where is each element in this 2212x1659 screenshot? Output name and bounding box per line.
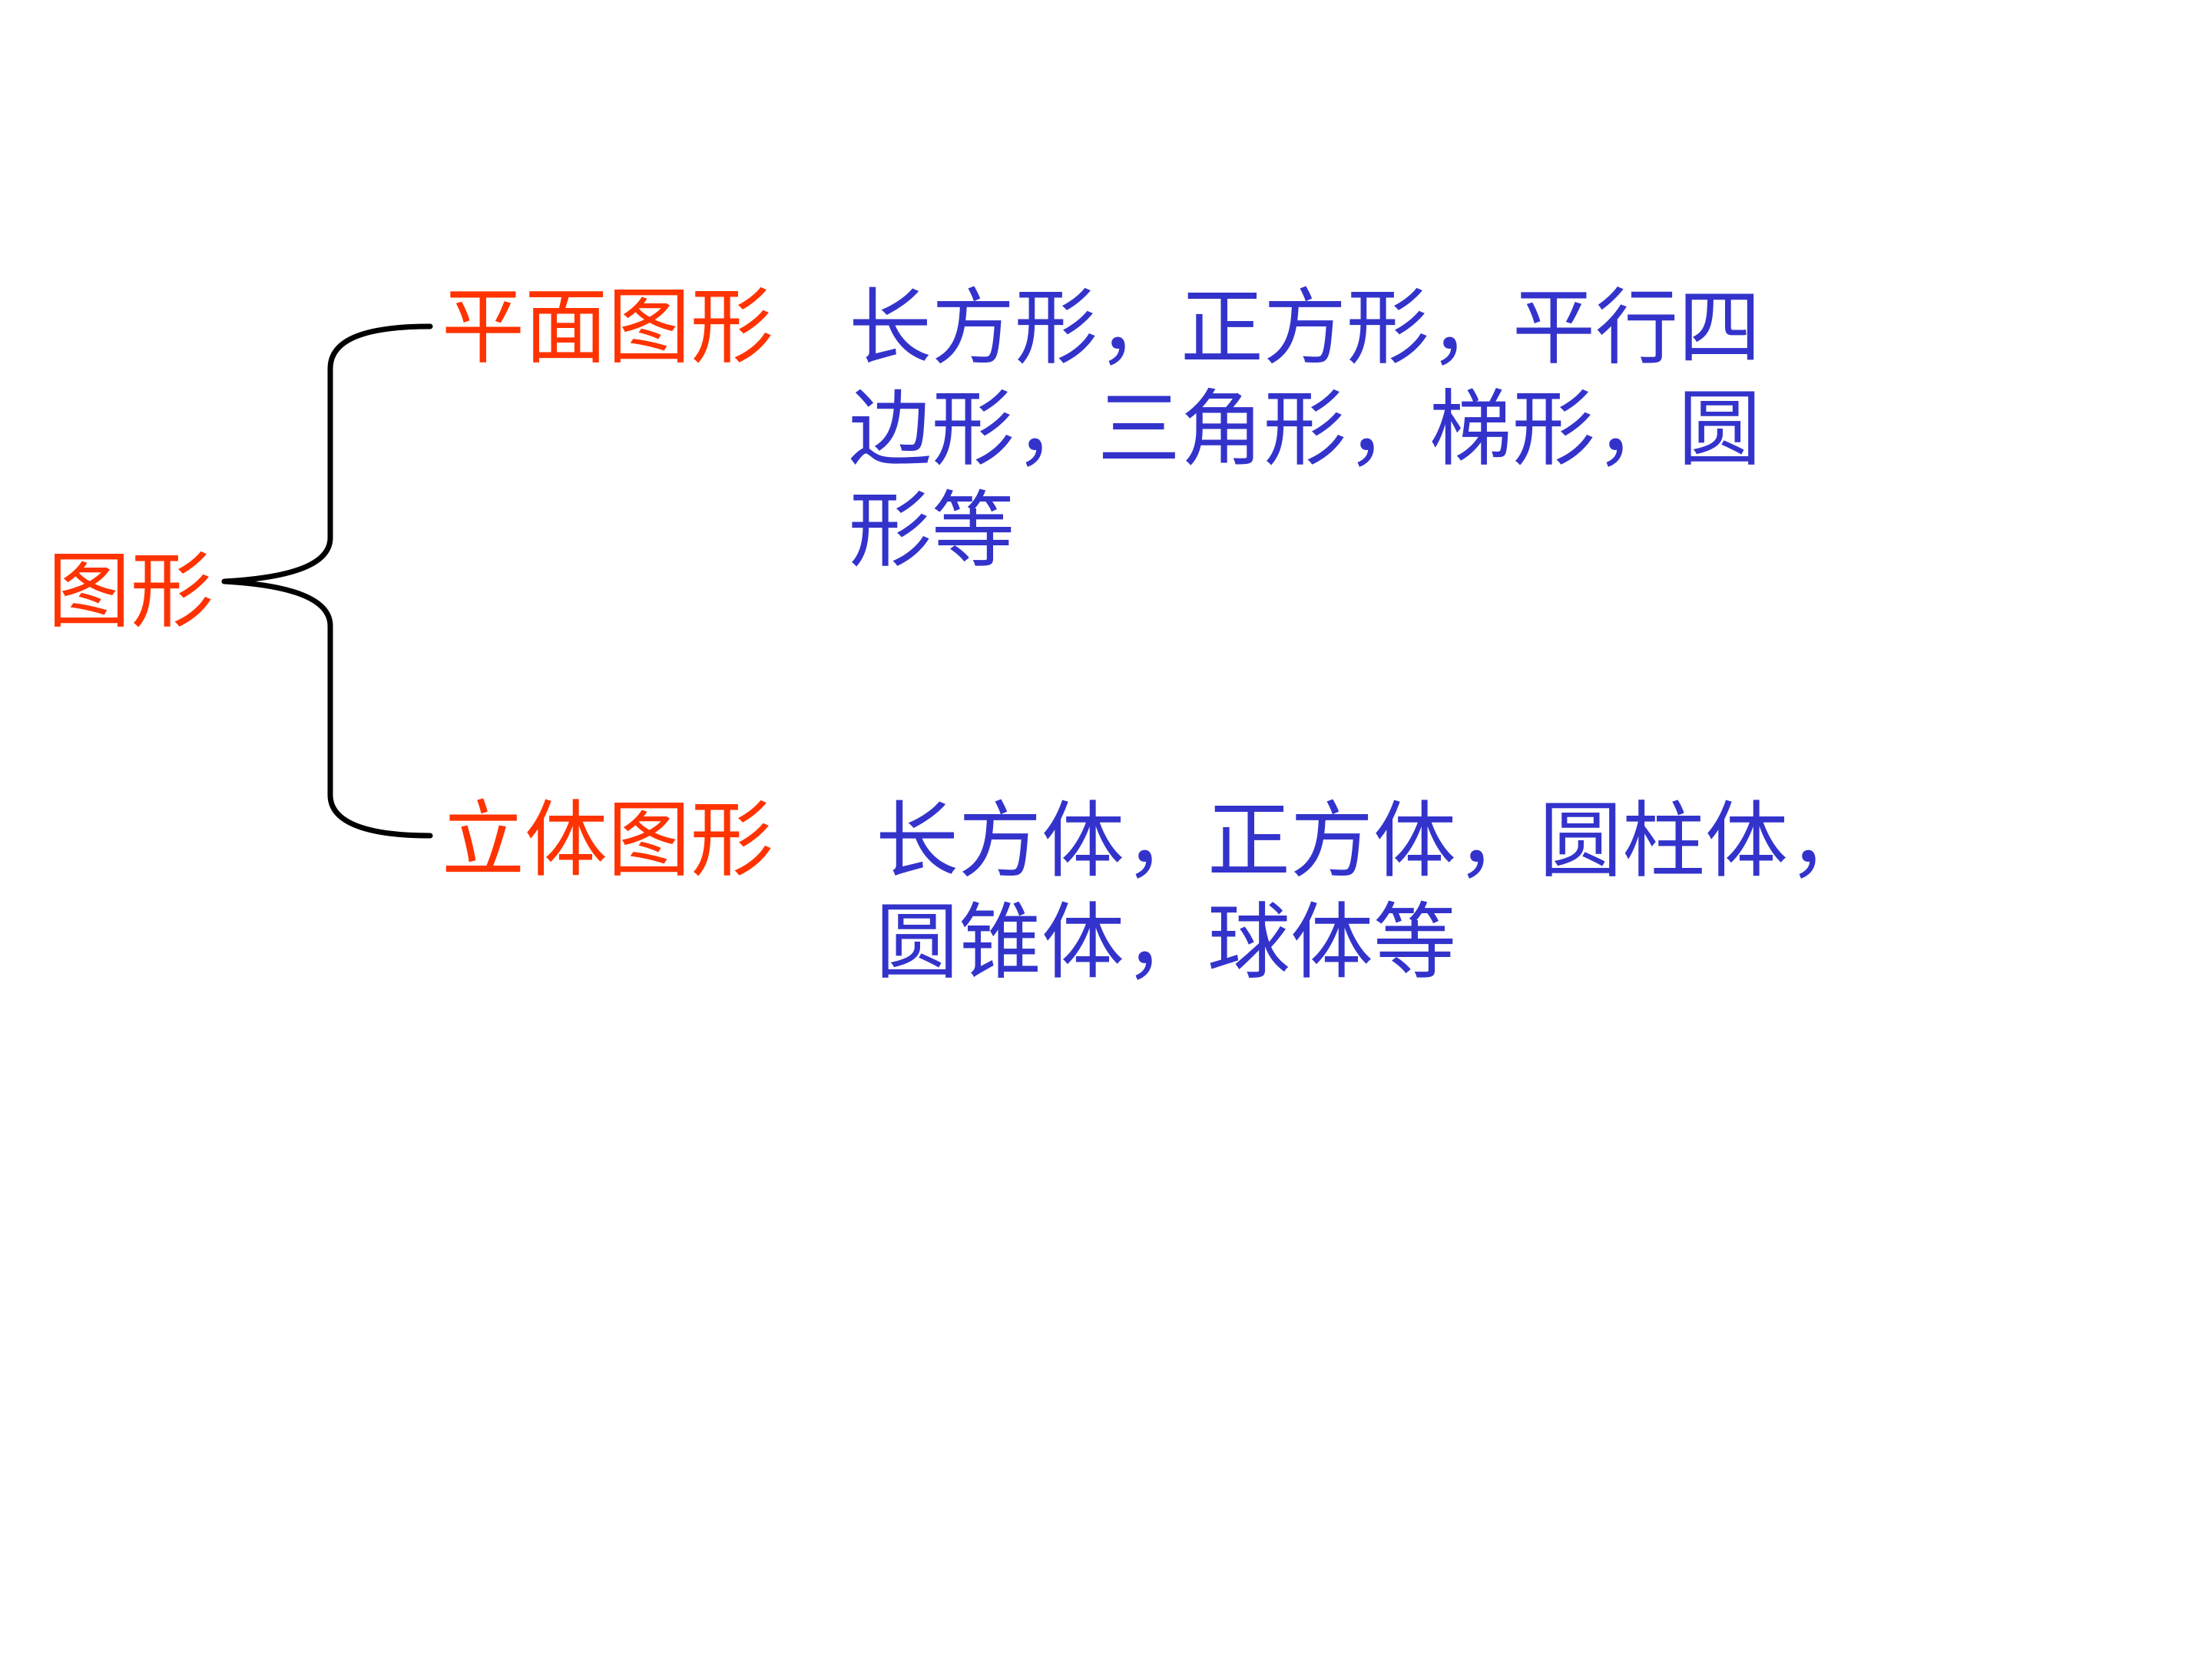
branch-label-planar: 平面图形 (442, 280, 774, 376)
branch-examples-solid: 长方体，正方体，圆柱体， 圆锥体，球体等 (876, 793, 1872, 991)
brace-path (221, 323, 433, 839)
branch-examples-planar: 长方形，正方形，平行四 边形，三角形，梯形，圆 形等 (849, 280, 1762, 579)
branch-label-solid: 立体图形 (442, 793, 774, 889)
root-category-label: 图形 (48, 544, 214, 640)
